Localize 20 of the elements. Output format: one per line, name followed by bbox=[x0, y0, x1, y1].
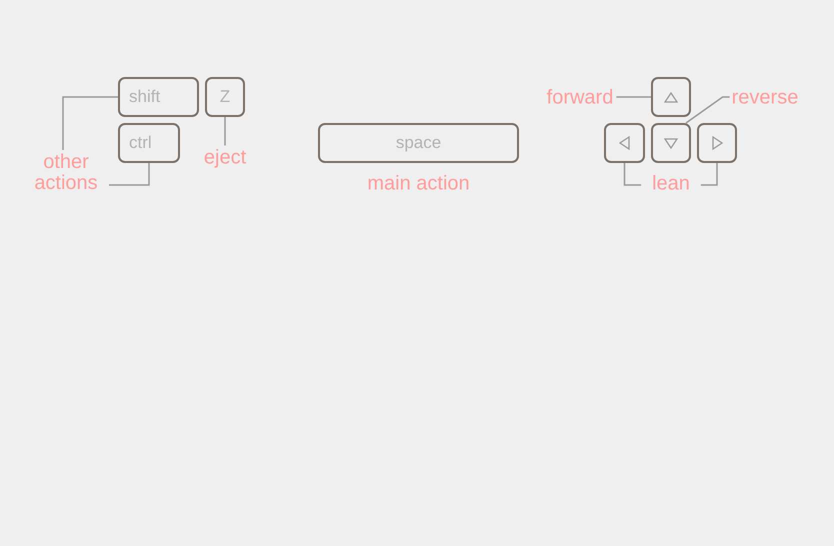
leader-line bbox=[62, 96, 118, 150]
leader-line bbox=[624, 163, 642, 186]
keyboard-key: ctrl bbox=[118, 123, 180, 163]
annotation-label: eject bbox=[204, 148, 246, 168]
annotation-label: reverse bbox=[732, 88, 798, 108]
leader-line bbox=[224, 117, 226, 146]
annotation-label: other actions bbox=[26, 152, 106, 194]
keyboard-key: shift bbox=[118, 77, 199, 117]
keyboard-key bbox=[651, 123, 691, 163]
leader-line bbox=[616, 96, 651, 98]
leader-line bbox=[700, 163, 718, 186]
annotation-label: lean bbox=[652, 174, 690, 194]
keyboard-key: space bbox=[318, 123, 519, 163]
leader-line bbox=[109, 163, 150, 186]
keyboard-key bbox=[697, 123, 737, 163]
keyboard-key bbox=[604, 123, 645, 163]
annotation-label: main action bbox=[367, 174, 470, 194]
annotation-label: forward bbox=[546, 88, 614, 108]
keyboard-key bbox=[651, 77, 691, 117]
keyboard-key: Z bbox=[205, 77, 245, 117]
